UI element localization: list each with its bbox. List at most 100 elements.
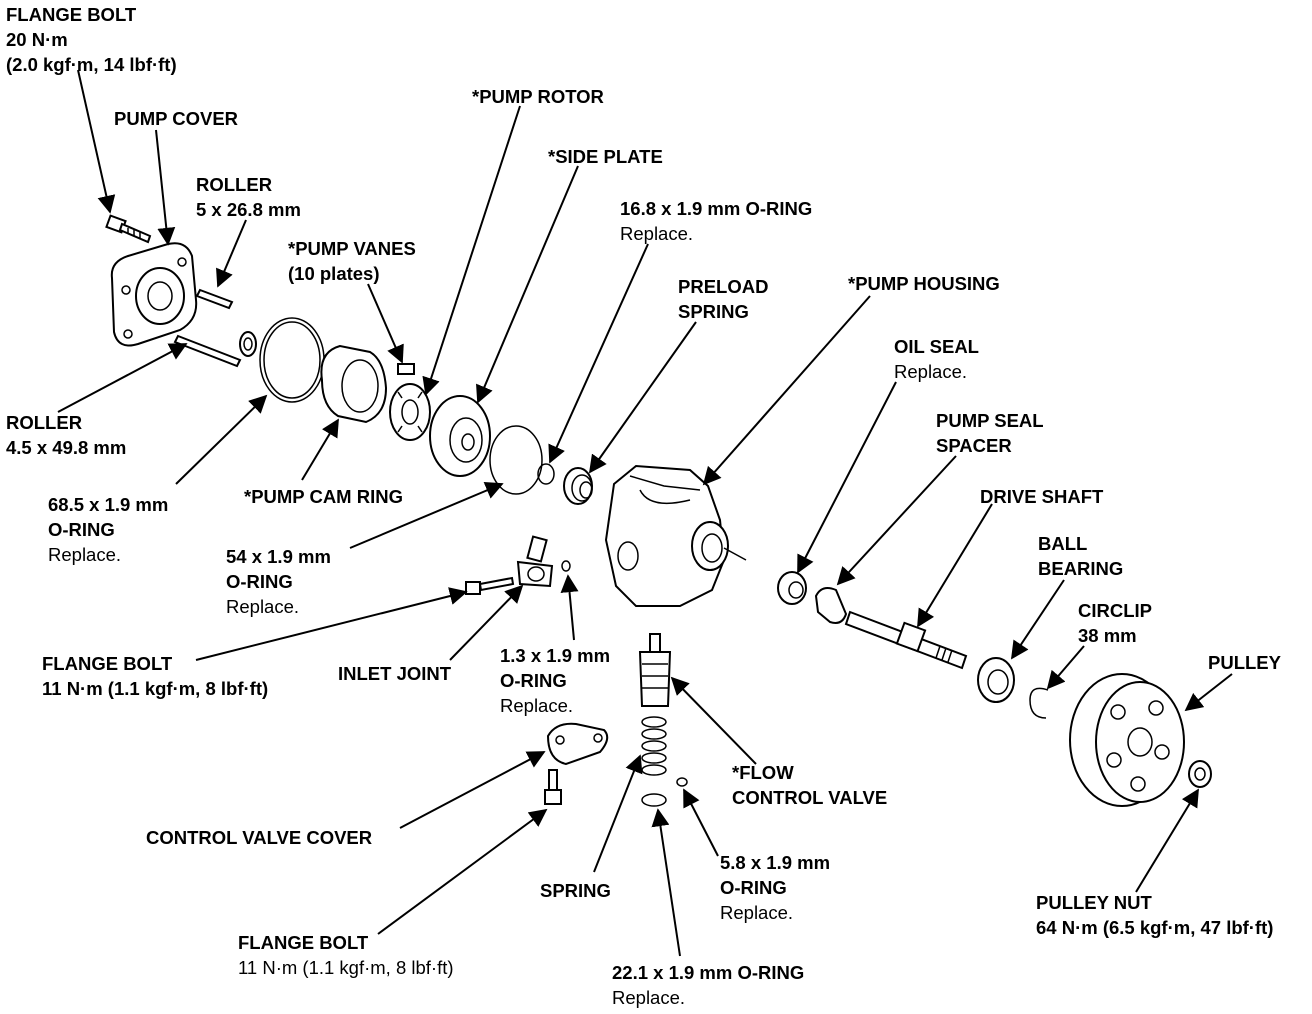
- label-spec: 11 N·m (1.1 kgf·m, 8 lbf·ft): [238, 957, 454, 978]
- roller-small-part: [195, 288, 234, 310]
- pump-housing-part: [604, 464, 747, 607]
- label-title: PRELOAD: [678, 276, 769, 297]
- label-spec: 64 N·m (6.5 kgf·m, 47 lbf·ft): [1036, 917, 1274, 938]
- label-ball-bearing: BALL BEARING: [1038, 531, 1123, 581]
- label-oring-5-8: 5.8 x 1.9 mm O-RING Replace.: [720, 850, 830, 925]
- label-title: PULLEY: [1208, 652, 1281, 673]
- label-flange-bolt-mid: FLANGE BOLT 11 N·m (1.1 kgf·m, 8 lbf·ft): [42, 651, 268, 701]
- label-title: ROLLER: [196, 174, 273, 195]
- label-note: Replace.: [612, 987, 686, 1008]
- label-title: BALL: [1038, 533, 1088, 554]
- label-oring-16-8: 16.8 x 1.9 mm O-RING Replace.: [620, 196, 812, 246]
- oring-5-8-part: [676, 777, 688, 787]
- label-drive-shaft: DRIVE SHAFT: [980, 484, 1103, 509]
- label-pump-cover: PUMP COVER: [114, 106, 238, 131]
- drive-shaft-part: [844, 610, 968, 670]
- label-title: *FLOW: [732, 762, 794, 783]
- label-preload-spring: PRELOAD SPRING: [678, 274, 768, 324]
- label-oil-seal: OIL SEAL Replace.: [894, 334, 979, 384]
- label-spec: O-RING: [720, 877, 787, 898]
- label-title: PUMP SEAL: [936, 410, 1044, 431]
- pulley-nut-part: [1188, 760, 1212, 788]
- label-note: Replace.: [620, 223, 694, 244]
- flow-control-valve-part: [638, 633, 672, 707]
- oring-22-1-part: [641, 793, 667, 807]
- label-pulley: PULLEY: [1208, 650, 1281, 675]
- label-title: CONTROL VALVE COVER: [146, 827, 373, 848]
- label-title: *PUMP ROTOR: [472, 86, 604, 107]
- pump-seal-spacer-part: [814, 587, 848, 624]
- label-spec: O-RING: [226, 571, 293, 592]
- control-valve-cover-part: [546, 722, 609, 766]
- flange-bolt-mid-part: [465, 576, 515, 595]
- label-title: ROLLER: [6, 412, 83, 433]
- flange-bolt-bottom-part: [544, 769, 562, 805]
- label-spec: 11 N·m (1.1 kgf·m, 8 lbf·ft): [42, 678, 269, 699]
- label-title: FLANGE BOLT: [42, 653, 173, 674]
- label-spec: 38 mm: [1078, 625, 1137, 646]
- label-oring-22-1: 22.1 x 1.9 mm O-RING Replace.: [612, 960, 804, 1010]
- label-flange-bolt-bottom: FLANGE BOLT 11 N·m (1.1 kgf·m, 8 lbf·ft): [238, 930, 454, 980]
- pulley-part: [1069, 673, 1185, 807]
- label-circlip: CIRCLIP 38 mm: [1078, 598, 1152, 648]
- label-title: SPRING: [540, 880, 611, 901]
- inlet-joint-part: [516, 535, 554, 588]
- pump-vane-part: [397, 363, 415, 375]
- label-spec: O-RING: [500, 670, 567, 691]
- pump-rotor-part: [389, 383, 431, 441]
- label-spec: CONTROL VALVE: [732, 787, 888, 808]
- label-title: OIL SEAL: [894, 336, 979, 357]
- oring-68-5-inner: [263, 321, 321, 399]
- flange-bolt-top-part: [105, 214, 152, 244]
- label-title: *SIDE PLATE: [548, 146, 663, 167]
- label-spec: 20 N·m: [6, 29, 68, 50]
- oring-54-part: [489, 425, 543, 495]
- pump-cam-ring-part: [320, 344, 388, 424]
- label-side-plate: *SIDE PLATE: [548, 144, 663, 169]
- label-title: PUMP COVER: [114, 108, 239, 129]
- oring-68-5-part: [259, 317, 325, 403]
- label-spec: 5 x 26.8 mm: [196, 199, 301, 220]
- label-spring: SPRING: [540, 878, 611, 903]
- label-note: Replace.: [500, 695, 574, 716]
- label-title: DRIVE SHAFT: [980, 486, 1104, 507]
- label-title: FLANGE BOLT: [6, 4, 137, 25]
- label-title: INLET JOINT: [338, 663, 452, 684]
- label-pump-seal-spacer: PUMP SEAL SPACER: [936, 408, 1044, 458]
- label-spec: BEARING: [1038, 558, 1124, 579]
- label-title: 68.5 x 1.9 mm: [48, 494, 169, 515]
- label-title: FLANGE BOLT: [238, 932, 369, 953]
- label-pump-rotor: *PUMP ROTOR: [472, 84, 604, 109]
- label-title: CIRCLIP: [1078, 600, 1152, 621]
- label-note: Replace.: [48, 544, 122, 565]
- label-spec: 4.5 x 49.8 mm: [6, 437, 127, 458]
- label-title: 5.8 x 1.9 mm: [720, 852, 831, 873]
- pump-cover-part: [110, 242, 198, 347]
- label-pump-cam-ring: *PUMP CAM RING: [244, 484, 403, 509]
- label-note: Replace.: [226, 596, 300, 617]
- preload-spring-part: [563, 467, 593, 505]
- circlip-part: [1029, 687, 1049, 719]
- side-plate-part: [429, 395, 491, 477]
- roller-long-part: [173, 334, 242, 368]
- label-note: Replace.: [720, 902, 794, 923]
- label-title: *PUMP HOUSING: [848, 273, 1000, 294]
- needle-bearing-part: [239, 331, 257, 357]
- label-title: 22.1 x 1.9 mm O-RING: [612, 962, 805, 983]
- label-title: PULLEY NUT: [1036, 892, 1152, 913]
- label-roller-long: ROLLER 4.5 x 49.8 mm: [6, 410, 126, 460]
- label-pump-housing: *PUMP HOUSING: [848, 271, 1000, 296]
- label-spec: O-RING: [48, 519, 115, 540]
- label-pump-vanes: *PUMP VANES (10 plates): [288, 236, 416, 286]
- label-pulley-nut: PULLEY NUT 64 N·m (6.5 kgf·m, 47 lbf·ft): [1036, 890, 1273, 940]
- label-title: 54 x 1.9 mm: [226, 546, 331, 567]
- label-title: *PUMP VANES: [288, 238, 416, 259]
- label-note: Replace.: [894, 361, 968, 382]
- label-flow-control-valve: *FLOW CONTROL VALVE: [732, 760, 887, 810]
- valve-spring-part: [641, 716, 667, 776]
- label-title: 16.8 x 1.9 mm O-RING: [620, 198, 813, 219]
- label-oring-68-5: 68.5 x 1.9 mm O-RING Replace.: [48, 492, 168, 567]
- oil-seal-part: [777, 571, 807, 605]
